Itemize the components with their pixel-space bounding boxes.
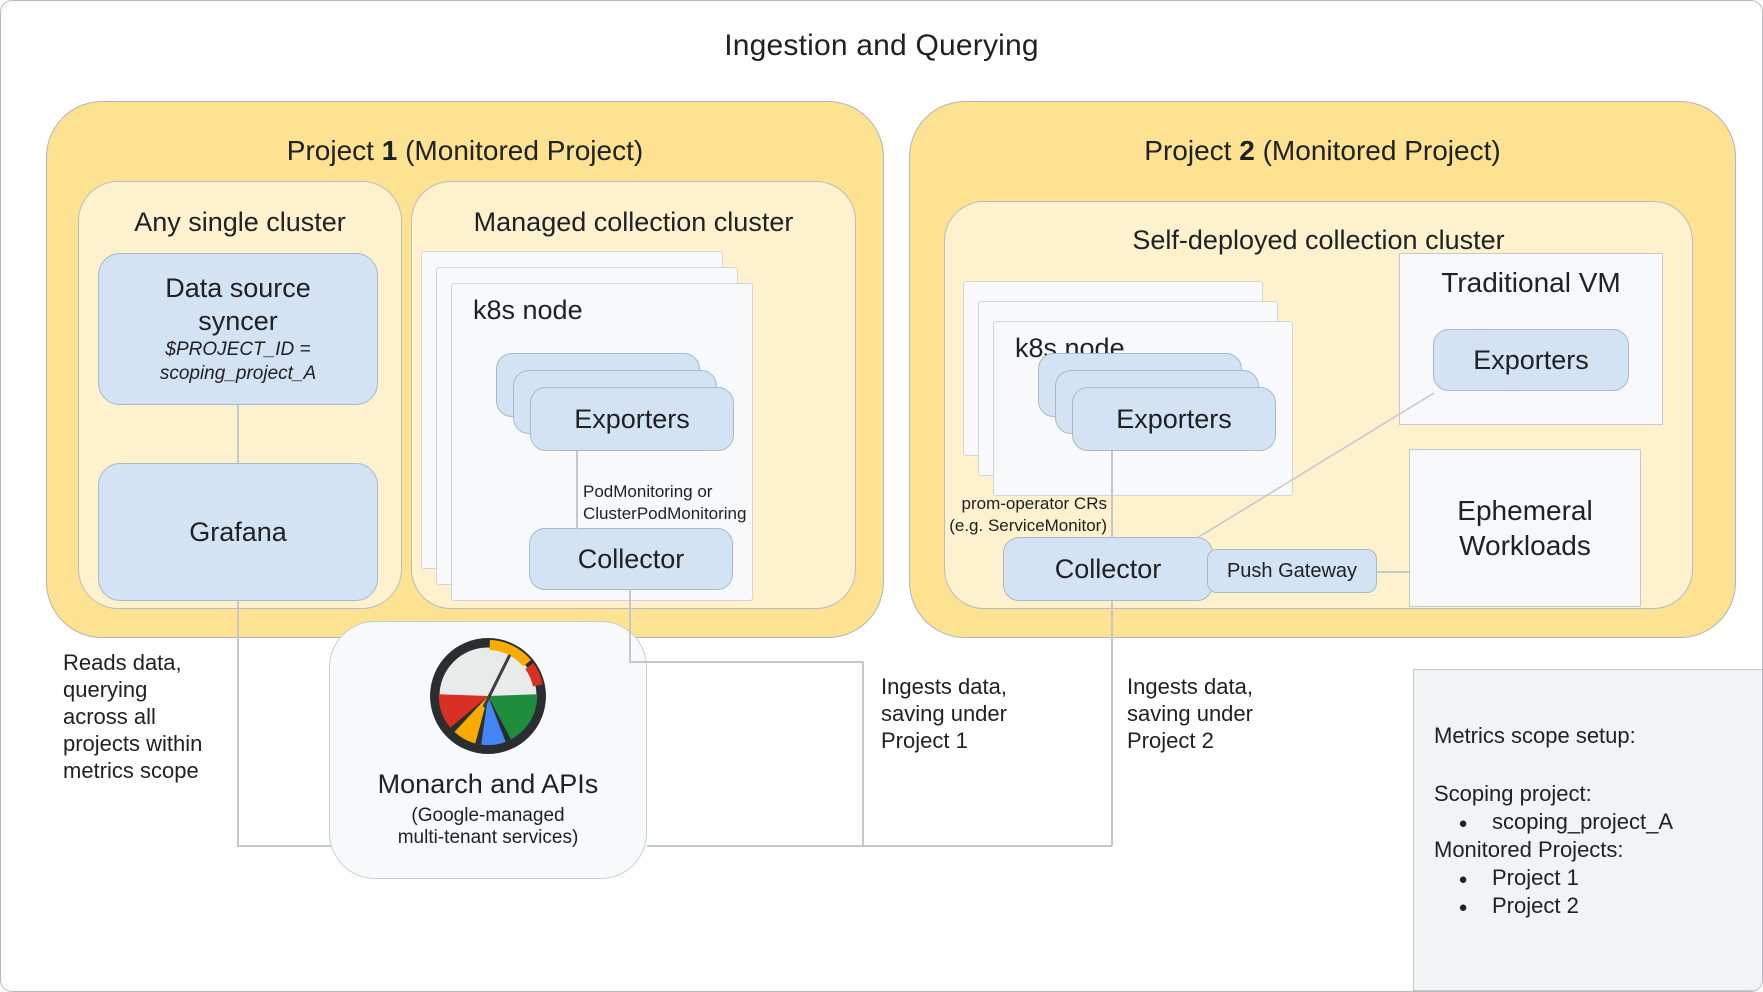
connector-collector1-bus <box>862 661 864 846</box>
grafana-box: Grafana <box>98 463 378 601</box>
connector-grafana-monarch <box>237 845 331 847</box>
connector-ingest-bus <box>647 845 1112 847</box>
monitored-project-item-1: ●Project 1 <box>1434 864 1578 894</box>
connector-exporters1-collector1 <box>576 451 578 529</box>
connector-collector1-right <box>629 661 863 663</box>
exporters-box-p2: Exporters <box>1072 387 1276 451</box>
data-source-syncer-label: Data source <box>165 273 311 303</box>
project2-label: Project 2 (Monitored Project) <box>1144 135 1501 166</box>
reads-data-annotation: Reads data, querying across all projects… <box>63 650 203 783</box>
monarch-subtitle: (Google-managed multi-tenant services) <box>397 805 579 848</box>
prom-operator-note: prom-operator CRs (e.g. ServiceMonitor) <box>949 494 1107 535</box>
monitored-project-item-2: ●Project 2 <box>1434 892 1578 922</box>
connector-exporters2-collector2 <box>1111 451 1113 538</box>
ingest-project1-annotation: Ingests data, saving under Project 1 <box>881 674 1007 753</box>
monitored-projects-label: Monitored Projects: <box>1434 837 1624 862</box>
connector-collector1-down <box>629 590 631 662</box>
connector-pushgateway-ephemeral <box>1377 571 1409 573</box>
ephemeral-workloads-box: Ephemeral Workloads <box>1409 449 1641 607</box>
bullet-icon: ● <box>1458 871 1468 888</box>
ingest-project2-annotation: Ingests data, saving under Project 2 <box>1127 674 1253 753</box>
cloud-monitoring-gauge-icon <box>425 633 551 759</box>
project-id-param: $PROJECT_ID = <box>165 339 311 360</box>
any-single-cluster-title: Any single cluster <box>134 207 346 237</box>
connector-syncer-grafana <box>237 405 239 463</box>
exporters-box: Exporters <box>530 387 734 451</box>
connector-grafana-down <box>237 601 239 846</box>
bullet-icon: ● <box>1458 815 1468 832</box>
scoping-project-item: ●scoping_project_A <box>1434 808 1673 838</box>
connector-collector2-down <box>1111 601 1113 846</box>
k8s-node-label: k8s node <box>473 295 583 325</box>
data-source-syncer-label2: syncer <box>198 306 278 336</box>
self-deployed-cluster-title: Self-deployed collection cluster <box>1132 225 1505 255</box>
pod-monitoring-note: PodMonitoring or ClusterPodMonitoring <box>583 482 747 523</box>
scoping-project-param: scoping_project_A <box>159 363 317 384</box>
data-source-syncer-box: Data source syncer $PROJECT_ID = scoping… <box>98 253 378 405</box>
project1-label: Project 1 (Monitored Project) <box>286 135 644 166</box>
traditional-vm-title: Traditional VM <box>1441 267 1621 298</box>
metrics-scope-title: Metrics scope setup: <box>1434 723 1636 748</box>
scoping-project-label: Scoping project: <box>1434 781 1592 806</box>
metrics-scope-box: Metrics scope setup: Scoping project: ●s… <box>1413 669 1762 991</box>
managed-collection-cluster-title: Managed collection cluster <box>473 207 794 237</box>
page-title: Ingestion and Querying <box>724 29 1039 62</box>
monarch-title: Monarch and APIs <box>377 769 599 799</box>
collector-box: Collector <box>529 528 733 590</box>
bullet-icon: ● <box>1458 899 1468 916</box>
push-gateway-box: Push Gateway <box>1207 549 1377 593</box>
traditional-vm-exporters-box: Exporters <box>1433 329 1629 391</box>
collector-box-p2: Collector <box>1003 537 1213 601</box>
